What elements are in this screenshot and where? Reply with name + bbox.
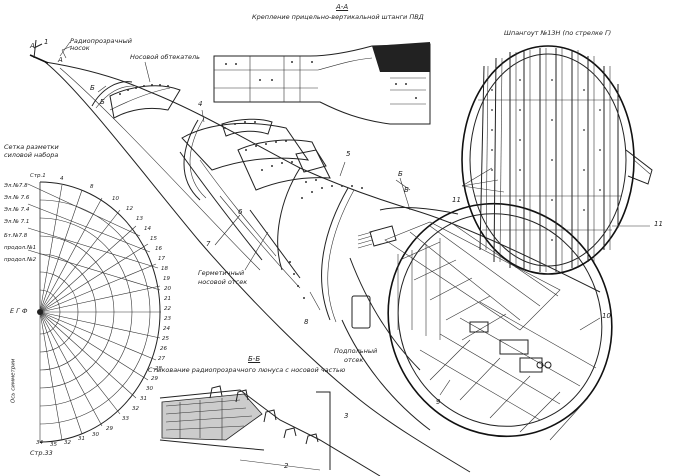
layout-grid xyxy=(27,181,161,443)
grid-bottom-number: 32 xyxy=(64,440,71,446)
grid-number: 30 xyxy=(146,386,153,392)
grid-left-label: Стр.1 xyxy=(30,173,46,179)
nose-fairing-label: Носовой обтекатель xyxy=(130,53,200,61)
grid-left-label: продол.№1 xyxy=(4,245,37,251)
upper-hatch-panels xyxy=(181,118,363,299)
grid-number: 13 xyxy=(136,216,143,222)
section-bb-id: Б-Б xyxy=(248,355,261,363)
grid-number: 22 xyxy=(164,306,171,312)
grid-left-label: Эл.№ 7.4 xyxy=(4,207,30,213)
callout-5: 5 xyxy=(346,150,351,158)
porthole xyxy=(351,295,371,329)
section-aa-drawing xyxy=(213,42,431,125)
grid-number: 18 xyxy=(161,266,168,272)
grid-bottom-label: Стр.33 xyxy=(30,449,53,457)
section-aa-id: А-А xyxy=(336,3,349,11)
antenna-fairing-label: Радиопрозрачный носок xyxy=(70,37,132,52)
section-letter-b: Б xyxy=(398,170,403,178)
nose-fairing-panel xyxy=(109,84,181,119)
grid-number: 14 xyxy=(144,226,151,232)
grid-bottom-number: 34 xyxy=(36,440,43,446)
section-letter-b: Б xyxy=(90,84,95,92)
sealed-compartment-label-2: носовой отсек xyxy=(198,278,248,286)
grid-number: 20 xyxy=(164,286,171,292)
grid-number: 4 xyxy=(60,176,64,182)
grid-bottom-number: 29 xyxy=(106,426,113,432)
fuselage-nose-outline xyxy=(29,39,601,473)
callout-11-left: 11 xyxy=(452,196,461,204)
grid-left-label: Бт.№7.8 xyxy=(4,233,28,239)
section-letter-a: А xyxy=(30,42,35,50)
section-aa-title: Крепление прицельно-вертикальной штанги … xyxy=(252,13,424,21)
grid-number: 21 xyxy=(164,296,171,302)
grid-number: 29 xyxy=(151,376,158,382)
callout-8: 8 xyxy=(304,318,309,326)
open-compartment xyxy=(341,202,613,441)
grid-bottom-number: 35 xyxy=(50,442,57,448)
section-letter-a: А xyxy=(58,56,63,64)
grid-bottom-number: 31 xyxy=(78,436,85,442)
grid-number: 25 xyxy=(162,336,169,342)
grid-title-line2: силовой набора xyxy=(4,151,59,159)
grid-number: 19 xyxy=(163,276,170,282)
grid-number: 17 xyxy=(158,256,165,262)
grid-left-label: продол.№2 xyxy=(4,257,37,263)
callout-1: 1 xyxy=(44,38,49,46)
grid-number: 26 xyxy=(160,346,167,352)
section-letter-b: Б xyxy=(100,98,105,106)
grid-left-label: Эл.№ 7.1 xyxy=(4,219,30,225)
grid-number: 27 xyxy=(158,356,165,362)
callout-9: 9 xyxy=(436,398,441,406)
callout-10: 10 xyxy=(602,312,611,320)
leader-lines xyxy=(59,41,601,396)
grid-number: 12 xyxy=(126,206,133,212)
section-bb-drawing xyxy=(159,385,381,476)
grid-number: 33 xyxy=(122,416,129,422)
grid-number: 10 xyxy=(112,196,119,202)
grid-number: 16 xyxy=(155,246,162,252)
underfloor-label-2: отсек xyxy=(344,356,364,364)
callout-4: 4 xyxy=(198,100,203,108)
fuselage-frames xyxy=(183,117,355,323)
callout-3: 3 xyxy=(344,412,349,420)
grid-title-line1: Сетка разметки xyxy=(4,143,59,151)
callout-7: 7 xyxy=(206,240,211,248)
grid-left-label: Эл.№7.8 xyxy=(4,183,28,189)
section-letter-b: Б xyxy=(404,186,409,194)
grid-center-label: Е Г Ф xyxy=(10,307,28,315)
grid-number: 15 xyxy=(150,236,157,242)
grid-number: 8 xyxy=(90,184,94,190)
callout-11-right: 11 xyxy=(654,220,663,228)
grid-number: 32 xyxy=(132,406,139,412)
grid-number: 31 xyxy=(140,396,147,402)
section-arrows xyxy=(61,45,411,191)
grid-number: 24 xyxy=(163,326,170,332)
callout-6: 6 xyxy=(238,208,243,216)
underfloor-label-1: Подпольный xyxy=(334,347,378,355)
grid-bottom-number: 30 xyxy=(92,432,99,438)
grid-number: 28 xyxy=(155,366,162,372)
section-bb-title: Стыкование радиопрозрачного люнуса с нос… xyxy=(148,366,346,374)
side-panel-lines xyxy=(179,151,301,289)
sealed-compartment-label-1: Герметичный xyxy=(198,269,245,277)
grid-number: 23 xyxy=(164,316,171,322)
grid-left-label: Эл.№ 7.6 xyxy=(4,195,30,201)
frame-13n-label: Шпангоут №13Н (по стрелке Г) xyxy=(504,29,612,37)
grid-left-vertical-label: Ось симметрии xyxy=(10,358,17,404)
frame-13n-drawing xyxy=(461,45,653,275)
callout-2: 2 xyxy=(284,462,289,470)
